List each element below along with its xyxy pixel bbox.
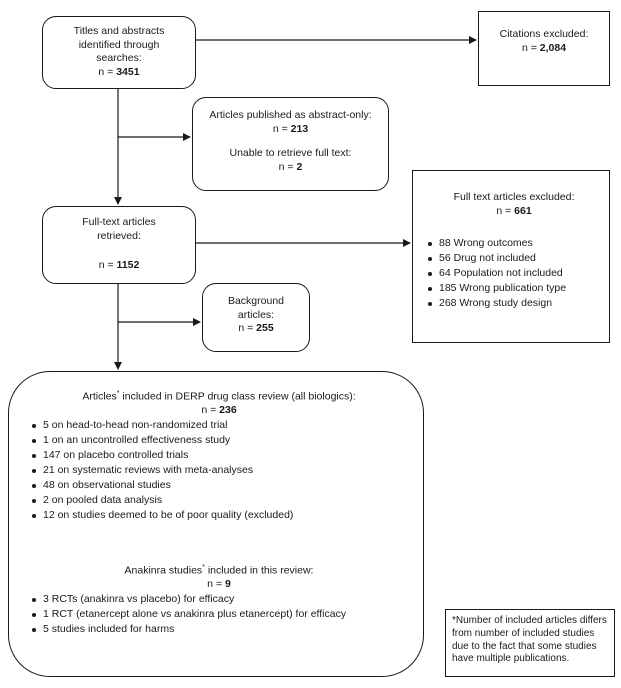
unable-retrieve-count: n = 2 xyxy=(278,160,303,173)
exclusion-reason-item: 185 Wrong publication type xyxy=(427,281,601,296)
exclusion-reason-item: 88 Wrong outcomes xyxy=(427,236,601,251)
anakinra-label: Anakinra studies* included in this revie… xyxy=(124,563,314,577)
included-item: 147 on placebo controlled trials xyxy=(31,448,407,463)
exclusion-reason-item: 268 Wrong study design xyxy=(427,296,601,311)
citations-excluded-box: Citations excluded: n = 2,084 xyxy=(478,11,610,86)
abstract-only-label: Articles published as abstract-only: xyxy=(209,109,372,121)
abstract-only-box: Articles published as abstract-only: n =… xyxy=(192,97,389,191)
citations-excluded-count: n = 2,084 xyxy=(521,41,567,54)
anakinra-item: 5 studies included for harms xyxy=(31,622,407,637)
included-item: 21 on systematic reviews with meta-analy… xyxy=(31,463,407,478)
included-item: 48 on observational studies xyxy=(31,478,407,493)
citations-excluded-label: Citations excluded: xyxy=(499,28,589,40)
exclusion-reason-item: 56 Drug not included xyxy=(427,251,601,266)
exclusion-reason-item: 64 Population not included xyxy=(427,266,601,281)
included-item: 1 on an uncontrolled effectiveness study xyxy=(31,433,407,448)
full-text-retrieved-count: n = 1152 xyxy=(98,259,140,272)
full-text-excluded-box: Full text articles excluded: n = 661 88 … xyxy=(412,170,610,343)
anakinra-item: 3 RCTs (anakinra vs placebo) for efficac… xyxy=(31,592,407,607)
full-text-retrieved-box: Full-text articles retrieved: n = 1152 xyxy=(42,206,196,284)
exclusion-reasons-list: 88 Wrong outcomes 56 Drug not included 6… xyxy=(427,236,601,311)
identified-box: Titles and abstracts identified through … xyxy=(42,16,196,89)
included-item: 2 on pooled data analysis xyxy=(31,493,407,508)
identified-count: n = 3451 xyxy=(98,65,140,78)
included-label: Articles* included in DERP drug class re… xyxy=(82,390,356,403)
identified-label: Titles and abstracts identified through … xyxy=(73,25,165,65)
included-item: 12 on studies deemed to be of poor quali… xyxy=(31,508,407,523)
anakinra-count: n = 9 xyxy=(207,577,231,590)
background-box: Background articles: n = 255 xyxy=(202,283,310,352)
anakinra-item: 1 RCT (etanercept alone vs anakinra plus… xyxy=(31,607,407,622)
included-box: Articles* included in DERP drug class re… xyxy=(8,371,424,677)
background-count: n = 255 xyxy=(238,322,274,335)
background-label: Background articles: xyxy=(227,295,285,321)
unable-retrieve-label: Unable to retrieve full text: xyxy=(229,147,352,160)
included-count: n = 236 xyxy=(201,404,237,417)
full-text-excluded-label: Full text articles excluded: xyxy=(453,191,575,203)
footnote-box: *Number of included articles differs fro… xyxy=(445,609,615,677)
included-list: 5 on head-to-head non-randomized trial 1… xyxy=(31,418,407,523)
footnote-text: *Number of included articles differs fro… xyxy=(452,615,607,665)
abstract-only-count: n = 213 xyxy=(272,122,309,135)
full-text-retrieved-label: Full-text articles retrieved: xyxy=(82,216,156,242)
included-item: 5 on head-to-head non-randomized trial xyxy=(31,418,407,433)
full-text-excluded-count: n = 661 xyxy=(496,204,532,217)
anakinra-list: 3 RCTs (anakinra vs placebo) for efficac… xyxy=(31,592,407,637)
